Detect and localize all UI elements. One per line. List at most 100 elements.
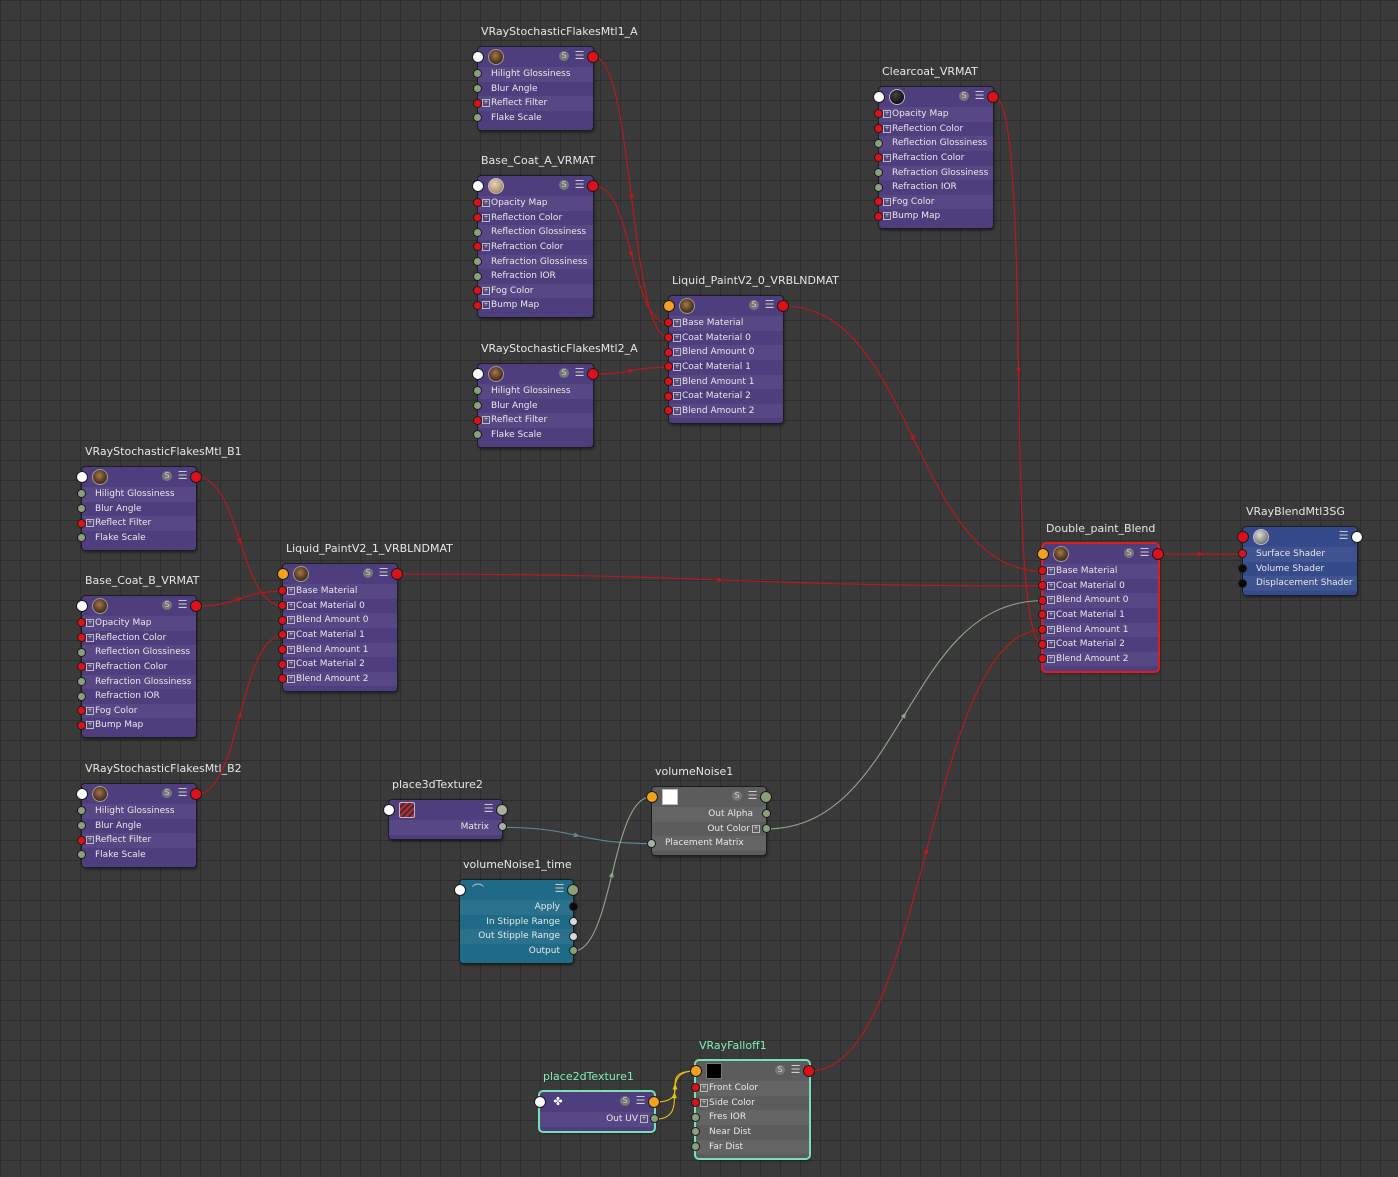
attribute-port[interactable] xyxy=(665,319,672,327)
attribute-row[interactable]: Reflection Glossiness xyxy=(875,136,993,151)
input-port[interactable] xyxy=(473,369,483,379)
node-header[interactable]: ✤S☰ xyxy=(535,1092,659,1112)
attribute-port[interactable] xyxy=(1039,581,1046,589)
attribute-row[interactable]: +Out UV xyxy=(540,1112,658,1127)
attribute-port[interactable] xyxy=(1039,567,1046,575)
attribute-port[interactable] xyxy=(1039,596,1046,604)
output-port[interactable] xyxy=(761,792,771,802)
attribute-view-icon[interactable]: ☰ xyxy=(574,49,585,62)
expand-plus-icon[interactable]: + xyxy=(287,601,295,610)
attribute-port[interactable] xyxy=(763,810,770,818)
attribute-row[interactable]: +Reflect Filter xyxy=(78,833,196,848)
input-port[interactable] xyxy=(77,601,87,611)
attribute-row[interactable]: Volume Shader xyxy=(1239,562,1357,577)
attribute-view-icon[interactable]: ☰ xyxy=(635,1094,646,1107)
attribute-row[interactable]: Hilight Glossiness xyxy=(474,67,593,82)
expand-plus-icon[interactable]: + xyxy=(86,619,94,627)
attribute-row[interactable]: Hilight Glossiness xyxy=(78,804,196,819)
attribute-row[interactable]: +Bump Map xyxy=(474,298,593,313)
attribute-view-icon[interactable]: ☰ xyxy=(378,566,389,579)
expand-plus-icon[interactable]: + xyxy=(640,1115,648,1123)
attribute-row[interactable]: Reflection Glossiness xyxy=(78,645,196,660)
attribute-port[interactable] xyxy=(474,287,481,295)
output-port[interactable] xyxy=(191,601,201,611)
node-title[interactable]: VRayBlendMtl3SG xyxy=(1246,505,1345,518)
node-title[interactable]: VRayStochasticFlakesMtl_B2 xyxy=(85,762,242,775)
swatch-toggle-icon[interactable]: S xyxy=(162,600,172,610)
attribute-row[interactable]: +Coat Material 0 xyxy=(1039,579,1158,594)
node-title[interactable]: Base_Coat_B_VRMAT xyxy=(85,574,200,587)
attribute-port[interactable] xyxy=(279,631,286,639)
attribute-row[interactable]: Refraction IOR xyxy=(474,269,593,284)
node-header[interactable]: S☰ xyxy=(664,296,788,316)
attribute-row[interactable]: +Coat Material 2 xyxy=(1039,637,1158,652)
attribute-view-icon[interactable]: ☰ xyxy=(554,882,565,895)
node-header[interactable]: S☰ xyxy=(473,47,598,67)
attribute-view-icon[interactable]: ☰ xyxy=(177,598,188,611)
attribute-row[interactable]: Flake Scale xyxy=(474,111,593,126)
attribute-port[interactable] xyxy=(665,377,672,385)
swatch-toggle-icon[interactable]: S xyxy=(559,51,569,61)
attribute-row[interactable]: Far Dist xyxy=(692,1139,809,1155)
expand-plus-icon[interactable]: + xyxy=(673,392,681,401)
attribute-port[interactable] xyxy=(78,534,85,542)
attribute-port[interactable] xyxy=(474,114,481,122)
expand-plus-icon[interactable]: + xyxy=(1047,625,1055,634)
attribute-row[interactable]: Refraction Glossiness xyxy=(78,674,196,690)
output-port[interactable] xyxy=(778,301,788,311)
attribute-port[interactable] xyxy=(279,601,286,609)
attribute-port[interactable] xyxy=(665,363,672,371)
expand-plus-icon[interactable]: + xyxy=(482,99,490,108)
attribute-row[interactable]: Surface Shader xyxy=(1239,547,1357,562)
attribute-row[interactable]: Blur Angle xyxy=(474,399,593,414)
expand-plus-icon[interactable]: + xyxy=(482,286,490,295)
attribute-port[interactable] xyxy=(78,851,85,859)
expand-plus-icon[interactable]: + xyxy=(482,416,490,425)
attribute-port[interactable] xyxy=(78,519,85,527)
expand-plus-icon[interactable]: + xyxy=(883,124,891,133)
output-port[interactable] xyxy=(588,181,598,191)
attribute-row[interactable]: +Side Color xyxy=(692,1096,809,1111)
attribute-row[interactable]: +Opacity Map xyxy=(78,616,196,631)
attribute-row[interactable]: Refraction Glossiness xyxy=(474,254,593,270)
attribute-view-icon[interactable]: ☰ xyxy=(574,178,585,191)
node-header[interactable]: ☰ xyxy=(1238,527,1362,547)
node-header[interactable]: ⌒☰ xyxy=(455,880,578,900)
node-title[interactable]: Double_paint_Blend xyxy=(1046,522,1156,535)
attribute-row[interactable]: +Reflect Filter xyxy=(474,96,593,111)
node-header[interactable]: S☰ xyxy=(473,364,598,384)
node-title[interactable]: Liquid_PaintV2_1_VRBLNDMAT xyxy=(286,542,453,555)
expand-plus-icon[interactable]: + xyxy=(883,110,891,118)
input-port[interactable] xyxy=(473,52,483,62)
attribute-row[interactable]: +Coat Material 2 xyxy=(279,657,397,672)
attribute-view-icon[interactable]: ☰ xyxy=(177,786,188,799)
attribute-port[interactable] xyxy=(570,947,577,955)
attribute-port[interactable] xyxy=(692,1113,699,1121)
attribute-row[interactable]: +Reflection Color xyxy=(875,122,993,137)
attribute-row[interactable]: Near Dist xyxy=(692,1125,809,1140)
swatch-toggle-icon[interactable]: S xyxy=(620,1096,630,1106)
expand-plus-icon[interactable]: + xyxy=(673,333,681,342)
swatch-toggle-icon[interactable]: S xyxy=(749,300,759,310)
expand-plus-icon[interactable]: + xyxy=(883,212,891,221)
attribute-port[interactable] xyxy=(1039,625,1046,633)
expand-plus-icon[interactable]: + xyxy=(1047,567,1055,575)
attribute-row[interactable]: +Reflection Color xyxy=(78,631,196,646)
node-header[interactable]: S☰ xyxy=(874,87,998,107)
input-port[interactable] xyxy=(1038,549,1048,559)
attribute-port[interactable] xyxy=(474,243,481,251)
attribute-port[interactable] xyxy=(692,1098,699,1106)
attribute-row[interactable]: +Reflect Filter xyxy=(78,516,196,531)
attribute-port[interactable] xyxy=(78,821,85,829)
expand-plus-icon[interactable]: + xyxy=(673,406,681,415)
attribute-port[interactable] xyxy=(665,407,672,415)
node-header[interactable]: S☰ xyxy=(77,596,201,616)
output-port[interactable] xyxy=(649,1097,659,1107)
expand-plus-icon[interactable]: + xyxy=(1047,610,1055,619)
attribute-port[interactable] xyxy=(665,333,672,341)
expand-plus-icon[interactable]: + xyxy=(287,630,295,639)
node-header[interactable]: S☰ xyxy=(77,467,201,487)
attribute-row[interactable]: +Fog Color xyxy=(474,283,593,299)
